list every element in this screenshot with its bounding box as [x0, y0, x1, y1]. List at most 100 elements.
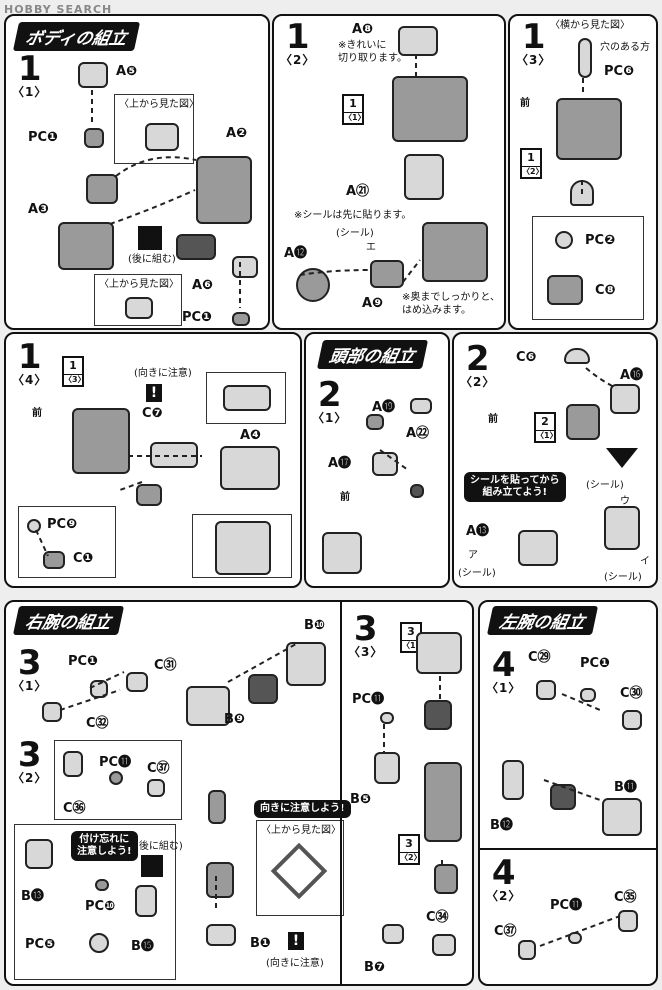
note-back-assemble: (後に組む) [135, 841, 183, 852]
note-orientation: (向きに注意) [266, 958, 324, 969]
ref-step-3-2: 3〈2〉 [398, 834, 422, 865]
callout-box [192, 514, 292, 578]
part-shape [176, 234, 216, 260]
part-shape [380, 712, 394, 724]
step-number: 2〈2〉 [460, 339, 496, 389]
part-label: C㊲ [494, 924, 517, 939]
panel-step-2-1: 頭部の組立 2〈1〉 A⓳ A㉒ A⓱ 前 [304, 332, 450, 588]
part-label: PC❶ [68, 654, 99, 669]
panel-step-1-2: 1〈2〉 A❽ ※きれいに切り取ります。 1〈1〉 A㉑ ※シールは先に貼ります… [272, 14, 506, 330]
step-number: 1〈4〉 [12, 337, 48, 387]
part-label: B❿ [304, 618, 325, 633]
part-label: C㉚ [620, 686, 643, 701]
part-label: PC❺ [25, 937, 56, 952]
part-shape [518, 940, 536, 960]
part-shape [374, 752, 400, 784]
panel-right-arm: 右腕の組立 3〈1〉 PC❶ C㉛ C㉜ B❿ B❾ 3〈2〉 PC⓫ C㊲ C… [4, 600, 474, 986]
step-number: 3〈1〉 [12, 643, 48, 693]
callout-box: 付け忘れに注意しよう! (後に組む) B⓭ PC❿ PC❺ B⓯ [14, 824, 183, 980]
part-shape [58, 222, 114, 270]
divider [480, 848, 656, 850]
part-shape [424, 700, 452, 730]
part-shape [604, 506, 640, 550]
seal-mark-a: ア [468, 550, 478, 561]
warning-icon: ! [288, 932, 304, 950]
part-shape [564, 348, 590, 364]
part-shape [580, 688, 596, 702]
part-shape [186, 686, 230, 726]
part-label: A❻ [192, 278, 214, 293]
part-shape [206, 924, 236, 946]
part-label: B⓬ [490, 818, 513, 833]
part-shape [125, 297, 153, 319]
part-label: C❻ [516, 350, 537, 365]
part-shape [570, 180, 594, 206]
callout-box: 〈上から見た図〉 [114, 94, 199, 164]
cap-icon [141, 855, 163, 877]
part-shape [432, 934, 456, 956]
seal-mark-i: イ [640, 556, 650, 567]
part-shape [502, 760, 524, 800]
part-shape [147, 779, 165, 797]
part-label: PC❶ [182, 310, 213, 325]
part-label: A❺ [116, 64, 138, 79]
part-label: PC⓫ [550, 898, 583, 913]
part-shape [42, 702, 62, 722]
head-sticker-badge: シールを貼ってから組み立てよう! [464, 472, 566, 502]
callout-box [206, 372, 286, 424]
part-shape [536, 680, 556, 700]
note-side-view: 〈横から見た図〉 [550, 20, 630, 31]
part-shape [366, 414, 384, 430]
part-label: B❼ [364, 960, 385, 975]
part-label: C❽ [595, 283, 616, 298]
callout-box: PC⓫ C㊲ C㊱ [54, 740, 182, 820]
part-shape [63, 751, 83, 777]
part-shape [90, 680, 108, 698]
part-shape [232, 256, 258, 278]
part-label: B⓯ [131, 939, 154, 954]
front-label: 前 [32, 408, 42, 419]
step-number: 1〈3〉 [516, 17, 552, 67]
warning-icon: ! [146, 384, 162, 402]
ref-step-1-2: 1〈2〉 [520, 148, 544, 179]
part-shape [555, 231, 573, 249]
part-label: A❾ [362, 296, 384, 311]
part-shape [602, 798, 642, 836]
part-label: C㊱ [63, 801, 86, 816]
part-label: C㉙ [528, 650, 551, 665]
panel-step-1-4: 1〈4〉 1〈3〉 前 (向きに注意) ! C❼ A❹ PC❾ C❶ [4, 332, 302, 588]
part-shape [248, 674, 278, 704]
part-shape [416, 632, 462, 674]
step-number: 1〈1〉 [12, 49, 48, 99]
part-shape [72, 408, 130, 474]
part-shape [372, 452, 398, 476]
part-label: PC❶ [28, 130, 59, 145]
part-shape [622, 710, 642, 730]
part-label: B⓫ [614, 780, 637, 795]
part-label: A❷ [226, 126, 248, 141]
panel-left-arm: 左腕の組立 4〈1〉 C㉙ PC❶ C㉚ B⓫ B⓬ 4〈2〉 C㉟ PC⓫ C… [478, 600, 658, 986]
note-sticker: (シール) [336, 228, 374, 239]
part-label: A❽ [352, 22, 374, 37]
part-shape [410, 398, 432, 414]
part-shape [126, 672, 148, 692]
part-shape [547, 275, 583, 305]
divider [340, 602, 342, 984]
part-label: PC❾ [47, 517, 78, 532]
watermark: HOBBY SEARCH [4, 3, 113, 16]
step-number: 3〈3〉 [348, 609, 384, 659]
part-shape [404, 154, 444, 200]
part-shape [232, 312, 250, 326]
step-number: 1〈2〉 [280, 17, 316, 67]
part-label: C㉜ [86, 716, 109, 731]
panel-step-2-2: 2〈2〉 C❻ A⓰ 前 2〈1〉 シールを貼ってから組み立てよう! (シール)… [452, 332, 658, 588]
callout-box: PC❷ C❽ [532, 216, 644, 320]
part-shape [392, 76, 468, 142]
part-label: PC⓫ [352, 692, 385, 707]
part-label: A⓳ [372, 400, 396, 415]
note-sticker-first: ※シールは先に貼ります。 [294, 210, 412, 221]
part-label: PC❿ [85, 899, 116, 914]
part-label: C❶ [73, 551, 94, 566]
part-shape [566, 404, 600, 440]
